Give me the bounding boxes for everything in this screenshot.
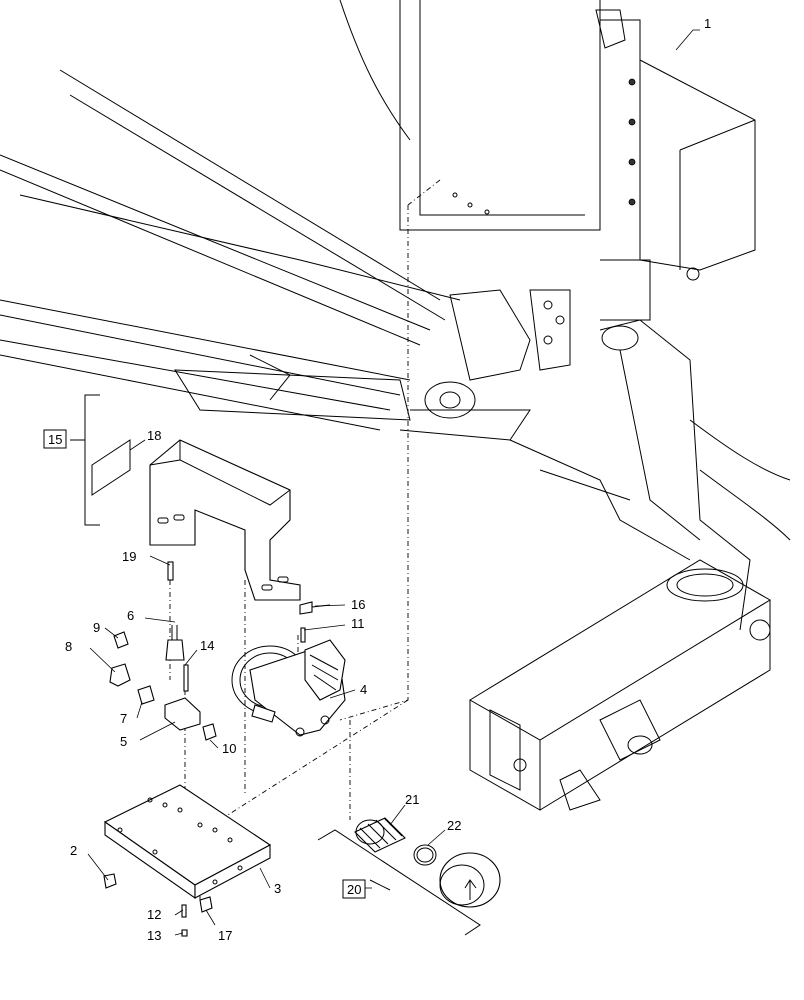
callout-7: 7 (120, 711, 127, 726)
part-14 (183, 664, 189, 692)
callout-19: 19 (122, 549, 136, 564)
mounting-plate-3 (103, 784, 272, 900)
bolt-16 (299, 601, 313, 615)
fitting-7 (137, 685, 155, 705)
callout-3: 3 (274, 881, 281, 896)
callout-16: 16 (351, 597, 365, 612)
o-ring-22 (413, 844, 437, 866)
callout-1: 1 (704, 16, 711, 31)
callout-2: 2 (70, 843, 77, 858)
callout-5: 5 (120, 734, 127, 749)
assembly-lines (169, 179, 441, 900)
callout-14: 14 (200, 638, 214, 653)
leader-lines (87, 29, 700, 936)
callout-labels: 1 2 3 4 5 6 7 8 9 10 11 12 13 14 16 17 1… (43, 16, 711, 943)
callout-20: 20 (347, 882, 361, 897)
callout-15: 15 (48, 432, 62, 447)
small-parts (103, 561, 501, 937)
screw-11 (300, 627, 306, 643)
compressor-4 (231, 639, 346, 737)
pressure-switch-6 (165, 639, 185, 661)
callout-12: 12 (147, 907, 161, 922)
fitting-10 (202, 723, 217, 741)
cap-9 (113, 631, 129, 649)
washer-12 (181, 904, 187, 918)
nut-17 (199, 896, 213, 913)
elbow-8 (109, 663, 131, 687)
box-15 (43, 429, 67, 449)
pin-19 (167, 561, 174, 581)
filter-element-21 (354, 817, 406, 853)
callout-8: 8 (65, 639, 72, 654)
callout-6: 6 (127, 608, 134, 623)
callout-10: 10 (222, 741, 236, 756)
cover-assembly (70, 394, 301, 601)
callout-22: 22 (447, 818, 461, 833)
callout-18: 18 (147, 428, 161, 443)
callout-11: 11 (351, 616, 365, 631)
callout-9: 9 (93, 620, 100, 635)
machine-frame (0, 0, 791, 811)
manifold-5 (164, 697, 201, 731)
box-20 (342, 879, 366, 899)
callout-4: 4 (360, 682, 367, 697)
filter-cap (439, 852, 501, 908)
callout-17: 17 (218, 928, 232, 943)
nut-2 (103, 873, 117, 889)
callout-21: 21 (405, 792, 419, 807)
callout-13: 13 (147, 928, 161, 943)
